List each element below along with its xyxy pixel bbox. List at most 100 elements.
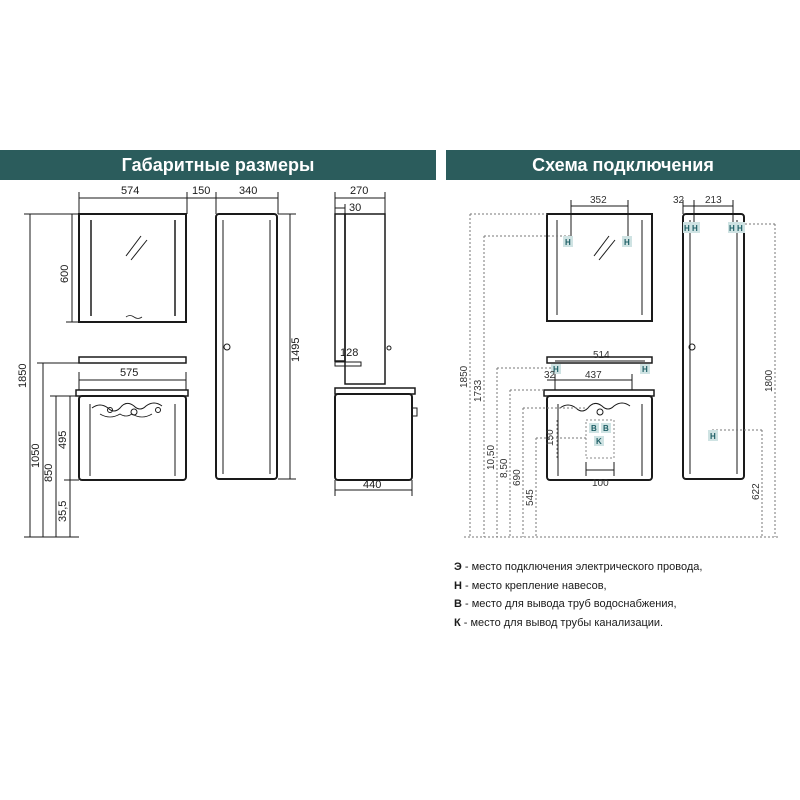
mark-h-box — [640, 364, 650, 374]
legend: Э - место подключения электрического про… — [454, 558, 794, 632]
left-dimension-labels: 574 150 340 600 1850 1495 575 1050 850 4… — [17, 185, 381, 522]
vanity-ornament-flower — [107, 407, 113, 413]
label-pipe-150: 150 — [545, 429, 556, 446]
scheme-vanity-ornament — [559, 402, 631, 412]
label-floor-to-counter: 850 — [43, 464, 55, 482]
mark-h-box — [708, 430, 718, 441]
mark-h-box — [622, 236, 632, 247]
mark-h-shelf-left: H — [553, 365, 559, 374]
legend-row-electric: Э - место подключения электрического про… — [454, 558, 794, 577]
side-cabinet-profile — [344, 213, 386, 385]
legend-key: К — [454, 616, 461, 629]
label-pipe-width: 100 — [592, 478, 609, 489]
header-connection-title: Схема подключения — [532, 154, 714, 175]
header-dimensions-title: Габаритные размеры — [121, 154, 315, 175]
scheme-vanity-body — [546, 395, 653, 481]
mark-h-cabinet-lower: H — [710, 432, 716, 441]
label-height-850: 8,50 — [499, 458, 510, 478]
legend-key: Э — [454, 561, 462, 573]
mark-k: K — [596, 437, 602, 446]
label-height-1850: 1850 — [459, 365, 470, 388]
scheme-mirror-glare — [593, 235, 610, 257]
vanity-ornament — [99, 413, 153, 418]
mark-h-mirror-right: H — [624, 238, 630, 247]
vanity-ornament — [91, 402, 163, 412]
side-vanity-profile — [334, 393, 413, 481]
legend-key: Н — [454, 579, 462, 592]
legend-row-water: В - место для вывода труб водоснабжения, — [454, 595, 794, 614]
mark-hh-box — [683, 222, 700, 233]
mirror-glare — [130, 239, 148, 261]
label-height-622: 622 — [751, 483, 762, 500]
header-dimensions: Габаритные размеры — [0, 150, 436, 180]
label-height-1733: 1733 — [473, 379, 484, 402]
mount-marks — [551, 222, 745, 446]
mark-hh-box — [728, 222, 745, 233]
vanity-ornament-flower — [130, 408, 138, 416]
mark-b-right: B — [603, 424, 609, 433]
side-mirror-profile — [334, 213, 346, 362]
legend-row-sewer: К - место для вывод трубы канализации. — [454, 614, 794, 633]
label-counter-inner: 437 — [585, 370, 602, 381]
mark-h-shelf-right: H — [642, 365, 648, 374]
right-scheme-drawing — [464, 200, 780, 538]
legend-text: - место крепление навесов, — [461, 579, 607, 592]
scheme-vanity-ornament-flower — [596, 408, 604, 416]
right-mark-labels: H H H H H H H H H B B K — [553, 224, 743, 446]
label-height-1050: 10,50 — [486, 445, 497, 470]
mark-b-left: B — [591, 424, 597, 433]
legend-text: - место для вывод трубы канализации. — [460, 616, 664, 629]
tall-cabinet-outline — [215, 213, 278, 480]
scheme-wall-shelf — [546, 356, 653, 364]
label-vanity-width: 575 — [120, 367, 138, 379]
label-total-height: 1850 — [17, 364, 29, 388]
scheme-tall-cabinet-handle — [688, 343, 696, 351]
label-side-shelf: 128 — [340, 347, 358, 359]
mark-k-box — [594, 436, 604, 446]
label-cabinet-width: 340 — [239, 185, 257, 197]
tall-cabinet-handle — [223, 343, 231, 351]
legend-text: - место подключения электрического прово… — [461, 561, 703, 573]
label-gap-width: 150 — [192, 185, 210, 197]
label-mirror-width: 574 — [121, 185, 139, 197]
side-shelf-profile — [334, 361, 362, 367]
left-dimensions-drawing — [24, 192, 418, 538]
mark-h-box — [551, 364, 561, 374]
side-vanity-handle — [411, 407, 418, 417]
label-leg-height: 35,5 — [57, 501, 69, 522]
label-side-base: 440 — [363, 479, 381, 491]
mirror-logo — [125, 315, 143, 319]
label-side-depth: 270 — [350, 185, 368, 197]
mirror-outline — [78, 213, 187, 323]
mirror-glare — [125, 235, 142, 257]
label-cabinet-height: 1495 — [290, 338, 302, 362]
label-height-545: 545 — [525, 489, 536, 506]
mark-hh-cabinet-right: H H — [729, 224, 743, 233]
legend-row-mount: Н - место крепление навесов, — [454, 577, 794, 596]
mark-h-mirror-left: H — [565, 238, 571, 247]
legend-key: В — [454, 598, 462, 610]
side-handle — [386, 345, 392, 351]
label-counter-mount-span: 514 — [593, 350, 610, 361]
label-height-690: 690 — [512, 469, 523, 486]
label-floor-to-top: 1050 — [30, 444, 42, 468]
scheme-tall-cabinet — [682, 213, 745, 480]
mark-hh-cabinet-left: H H — [684, 224, 698, 233]
header-connection-scheme: Схема подключения — [446, 150, 800, 180]
label-col-offset: 32 — [673, 195, 685, 206]
label-counter-offset: 32 — [544, 370, 556, 381]
label-height-1800: 1800 — [764, 369, 775, 392]
label-col-mount-span: 213 — [705, 195, 722, 206]
pipe-zone-outline — [585, 419, 615, 459]
scheme-mirror-outline — [546, 213, 653, 322]
label-side-offset: 30 — [349, 202, 361, 214]
mark-b-box — [589, 423, 599, 433]
wall-shelf — [78, 356, 187, 364]
mark-h-box — [563, 236, 573, 247]
mark-b-box — [601, 423, 611, 433]
legend-text: - место для вывода труб водоснабжения, — [461, 598, 677, 610]
vanity-ornament-flower — [155, 407, 161, 413]
label-vanity-height: 495 — [57, 431, 69, 449]
vanity-body — [78, 395, 187, 481]
